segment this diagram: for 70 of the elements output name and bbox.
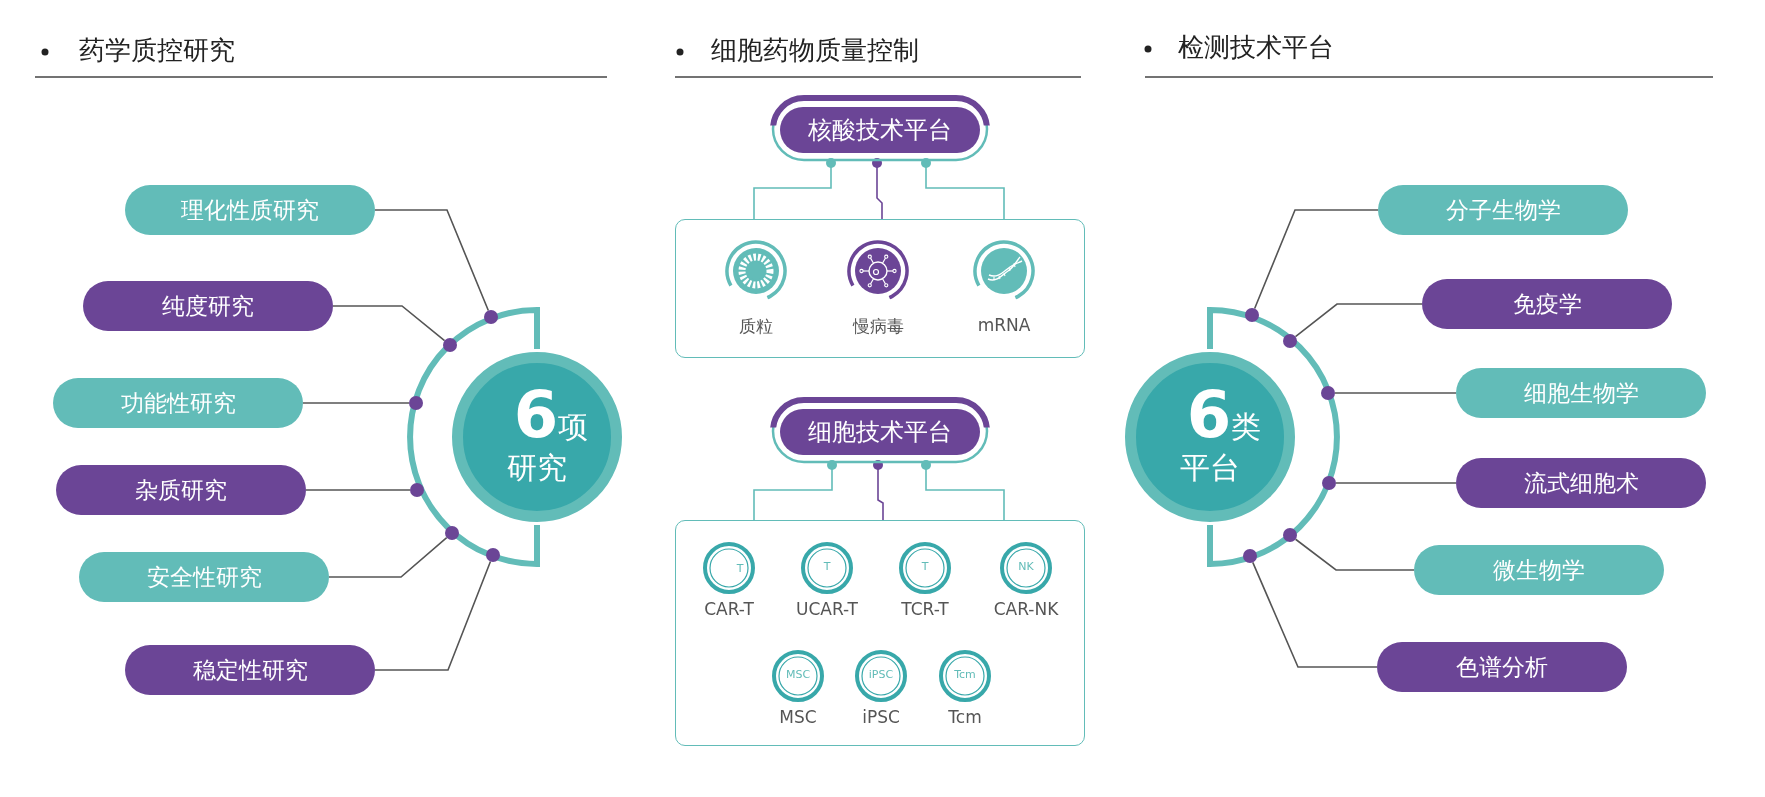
section-heading: 药学质控研究	[79, 34, 235, 67]
connector-dot	[484, 310, 498, 324]
cell-abbreviation: T	[735, 562, 745, 575]
cell-abbreviation: MSC	[784, 668, 812, 681]
category-pill: 纯度研究	[83, 281, 333, 331]
group-panel	[675, 520, 1085, 746]
connector-dot	[1283, 528, 1297, 542]
connector-dot	[445, 526, 459, 540]
connector-line	[1294, 303, 1423, 338]
item-label: CAR-T	[703, 599, 755, 619]
connector-line	[873, 460, 884, 521]
cell-abbreviation: T	[822, 560, 832, 573]
item-label: Tcm	[947, 707, 983, 727]
category-pill: 功能性研究	[53, 378, 303, 428]
connector-dot	[443, 338, 457, 352]
connector-line	[1294, 538, 1415, 571]
category-pill: 免疫学	[1422, 279, 1672, 329]
caption-text: 研究	[507, 450, 567, 484]
section-heading: 细胞药物质量控制	[711, 34, 919, 67]
caption-text: 平台	[1180, 450, 1240, 484]
item-label: CAR-NK	[992, 599, 1060, 619]
connector-line	[374, 209, 490, 312]
platform-title: 核酸技术平台	[780, 107, 980, 153]
cell-abbreviation: NK	[1017, 560, 1035, 573]
category-pill: 安全性研究	[79, 552, 329, 602]
connector-line	[1253, 209, 1379, 310]
category-pill: 细胞生物学	[1456, 368, 1706, 418]
item-label: UCAR-T	[795, 599, 859, 619]
connector-line	[921, 158, 1005, 220]
count-text: 6项	[513, 380, 589, 451]
category-pill: 流式细胞术	[1456, 458, 1706, 508]
category-pill: 稳定性研究	[125, 645, 375, 695]
item-label: mRNA	[976, 315, 1032, 335]
connector-dot	[1245, 308, 1259, 322]
connector-dot	[1243, 549, 1257, 563]
connector-dot	[1322, 476, 1336, 490]
connector-dot	[410, 483, 424, 497]
connector-line	[374, 560, 492, 671]
connector-dot	[1321, 386, 1335, 400]
cell-abbreviation: T	[920, 560, 930, 573]
connector-line	[302, 402, 410, 404]
cell-abbreviation: Tcm	[953, 668, 977, 681]
count-text: 6类	[1186, 380, 1262, 451]
connector-line	[305, 489, 411, 491]
item-label: 慢病毒	[851, 315, 905, 338]
item-label: MSC	[778, 707, 818, 727]
platform-title: 细胞技术平台	[780, 409, 980, 455]
connector-line	[1252, 561, 1378, 668]
category-pill: 分子生物学	[1378, 185, 1628, 235]
connector-line	[1335, 482, 1457, 484]
category-pill: 杂质研究	[56, 465, 306, 515]
connector-line	[753, 460, 837, 521]
connector-line	[872, 158, 883, 220]
connector-line	[753, 158, 836, 220]
section-heading: 检测技术平台	[1178, 31, 1334, 64]
cell-abbreviation: iPSC	[867, 668, 895, 681]
connector-dot	[1283, 334, 1297, 348]
item-label: iPSC	[861, 707, 901, 727]
connector-line	[332, 305, 446, 342]
connector-line	[1334, 392, 1457, 394]
item-label: TCR-T	[900, 599, 950, 619]
group-panel	[675, 219, 1085, 358]
category-pill: 色谱分析	[1377, 642, 1627, 692]
connector-line	[328, 536, 448, 578]
category-pill: 微生物学	[1414, 545, 1664, 595]
connector-dot	[486, 548, 500, 562]
connector-line	[921, 460, 1005, 521]
category-pill: 理化性质研究	[125, 185, 375, 235]
connector-dot	[409, 396, 423, 410]
item-label: 质粒	[738, 315, 774, 338]
